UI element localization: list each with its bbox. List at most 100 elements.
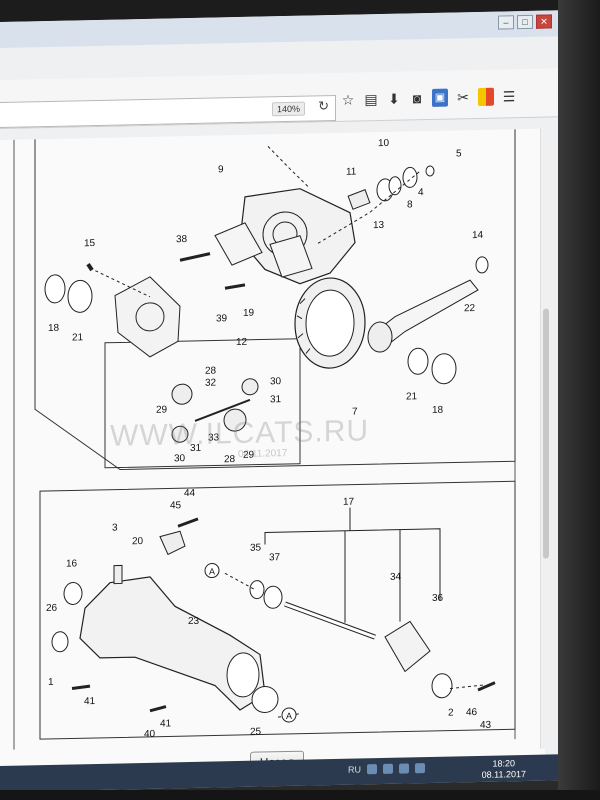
callout-37: 37 [269,552,281,563]
monitor-bezel-right [558,0,600,800]
tray-nvidia-icon[interactable] [415,763,425,774]
callout-32: 32 [205,377,217,388]
callout-29-left: 29 [156,404,168,415]
language-indicator[interactable]: RU [348,764,361,775]
download-icon[interactable]: ⬇ [388,90,400,107]
callout-36: 36 [432,593,444,604]
callout-30-left: 30 [174,453,186,464]
callout-5: 5 [456,148,462,159]
callout-26: 26 [46,603,58,614]
menu-icon[interactable]: ☰ [502,88,516,105]
pinion-30 [241,378,259,396]
monitor-bezel-bottom [0,790,600,800]
ring-gear [294,277,366,369]
callout-28-bottom: 28 [224,454,236,465]
scrollbar-thumb[interactable] [543,308,549,559]
callout-11: 11 [346,167,357,178]
seal-16 [63,581,83,605]
tray-volume-icon[interactable] [399,763,409,774]
bolt-38 [179,252,211,262]
bracket-20 [159,530,186,556]
marker-a-bottom [281,707,297,723]
parts-diagram: 10 5 9 11 4 8 13 14 15 38 18 21 39 19 22… [13,129,516,750]
bolt-43 [477,681,496,692]
callout-34: 34 [390,572,402,583]
page-scrollbar[interactable] [540,128,551,749]
browser-toolbar: ☆ ▤ ⬇ ◙ ▣ ✂ ☰ [340,87,517,109]
carrier-housing [214,188,356,285]
callout-10: 10 [378,138,390,149]
callout-43: 43 [480,720,492,731]
callout-29-right: 29 [243,450,255,461]
zoom-indicator[interactable]: 140% [271,101,305,117]
pinion-bearings [347,165,435,210]
callout-33: 33 [208,432,220,443]
tray-network-icon[interactable] [383,763,393,774]
callout-21-left: 21 [72,332,84,343]
seal-26 [51,631,69,653]
callout-31-right: 31 [270,394,282,405]
browser-screen: – □ ✕ 140% ↻ ☆ ▤ ⬇ ◙ ▣ ✂ ☰ [0,10,560,793]
system-tray: RU [348,763,425,775]
maximize-button[interactable]: □ [517,14,533,30]
star-icon[interactable]: ☆ [341,91,355,108]
minimize-button[interactable]: – [498,15,514,30]
reading-list-icon[interactable]: ▤ [364,91,378,108]
callout-18-right: 18 [432,405,444,416]
callout-45: 45 [170,500,182,511]
callout-20: 20 [132,536,144,547]
marker-a-top-label: A [209,566,215,576]
callout-12: 12 [236,337,248,348]
scissors-icon[interactable]: ✂ [457,89,469,106]
callout-15: 15 [84,238,96,249]
pinion-shaft [194,398,251,422]
diff-case [114,276,181,358]
callout-28-top: 28 [205,365,217,376]
callout-40: 40 [144,729,156,740]
clock-date: 08.11.2017 [481,768,526,780]
window-controls: – □ ✕ [498,14,552,30]
side-gear-28b [223,408,247,432]
callout-14: 14 [472,230,484,241]
bearing-18-right [431,353,457,385]
extension-color-icon[interactable] [478,87,494,106]
bolt-40 [149,705,167,713]
callout-17: 17 [343,497,355,508]
axle-housing [79,564,279,713]
pinion-30b [171,425,189,443]
callout-16: 16 [66,558,78,569]
callout-35: 35 [250,543,262,554]
bearing-21-left [67,279,93,313]
side-gear-28 [171,383,193,405]
diff-gear-frame [104,338,301,469]
pocket-icon[interactable]: ◙ [412,90,422,107]
bearing-18-left [44,274,66,304]
callout-21-right: 21 [406,391,418,402]
close-button[interactable]: ✕ [536,14,552,29]
reload-icon[interactable]: ↻ [318,98,329,114]
watermark-date: 04.11.2017 [238,447,288,461]
callout-41-right: 41 [160,718,172,729]
bearing-21-right [407,347,429,375]
pinion-gear [367,256,489,353]
callout-8: 8 [407,199,413,210]
marker-a-bottom-label: A [286,711,292,721]
lower-group-frame [39,480,516,740]
callout-4: 4 [418,187,424,198]
callout-30-right: 30 [270,376,282,387]
taskbar-clock[interactable]: 18:20 08.11.2017 [482,758,526,781]
callout-3: 3 [112,523,118,534]
callout-22: 22 [464,303,476,314]
callout-9: 9 [218,164,224,175]
callout-13: 13 [373,220,385,231]
extension-icon[interactable]: ▣ [432,88,448,107]
axle-shaft [249,580,453,699]
tray-skype-icon[interactable] [367,764,377,775]
callout-7: 7 [352,407,358,418]
bolt-45 [177,517,199,528]
callout-25: 25 [250,727,262,738]
bolt-1 [71,684,91,690]
callout-31-left: 31 [190,443,202,454]
upper-group-frame [34,129,516,470]
callout-2: 2 [448,707,454,718]
